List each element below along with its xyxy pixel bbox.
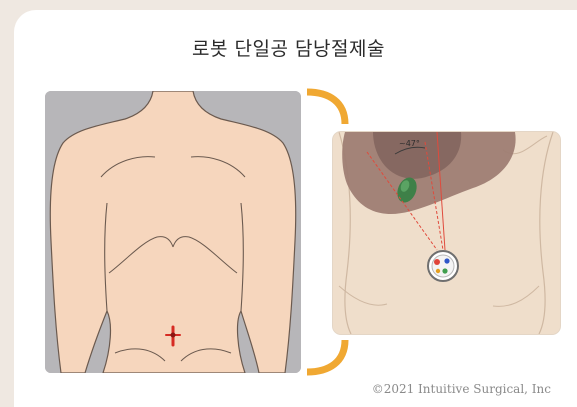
copyright-credit: ©2021 Intuitive Surgical, Inc (372, 382, 551, 396)
angle-label: ~47° (399, 139, 420, 148)
single-port-icon (428, 251, 458, 281)
single-port-illustration: ~47° (333, 132, 560, 334)
zoom-bracket-top (305, 88, 351, 128)
zoom-bracket-bottom (305, 336, 351, 376)
torso-illustration (45, 91, 301, 373)
page-title: 로봇 단일공 담낭절제술 (0, 34, 577, 61)
